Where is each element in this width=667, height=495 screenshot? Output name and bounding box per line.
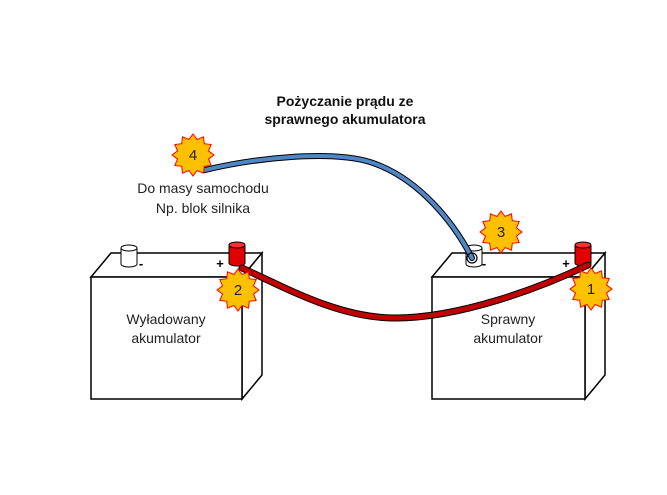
diagram-title-line1: Pożyczanie prądu ze [277, 93, 414, 109]
battery-discharged: Wyładowany akumulator - + [89, 241, 264, 402]
step-badge-3: 3 [479, 210, 523, 254]
battery-left-positive-terminal [228, 241, 246, 267]
step-badge-1: 1 [569, 267, 613, 311]
step-badge-number: 2 [234, 282, 242, 299]
starburst-icon [171, 133, 215, 177]
battery-left-minus-sign: - [139, 256, 143, 271]
battery-right-label-line1: Sprawny [481, 311, 535, 327]
battery-left-plus-sign: + [216, 256, 224, 271]
step-badge-number: 3 [497, 224, 505, 241]
step-badge-2: 2 [216, 268, 260, 312]
positive-cable [238, 261, 592, 322]
negative-cable [202, 153, 478, 264]
negative-cable-line [203, 154, 474, 260]
step-badge-number: 1 [587, 281, 595, 298]
battery-left-label-line1: Wyładowany [126, 311, 205, 327]
battery-left-front [90, 276, 243, 400]
positive-cable-line [239, 262, 591, 321]
step-badges: 1 2 3 4 [171, 133, 613, 312]
ground-label-line1: Do masy samochodu [137, 180, 269, 196]
starburst-icon [479, 210, 523, 254]
starburst-icon [216, 268, 260, 312]
step-badge-number: 4 [189, 147, 197, 164]
starburst-icon [569, 267, 613, 311]
battery-right-label-line2: akumulator [473, 330, 543, 346]
negative-cable-clamp [466, 252, 478, 264]
battery-right-minus-sign: - [482, 256, 486, 271]
ground-label-line2: Np. blok silnika [156, 200, 250, 216]
battery-right-positive-terminal [574, 241, 592, 267]
battery-left-negative-terminal [120, 244, 138, 268]
battery-left-label-line2: akumulator [131, 330, 201, 346]
step-badge-4: 4 [171, 133, 215, 177]
diagram-title-line2: sprawnego akumulatora [264, 111, 425, 127]
battery-right-plus-sign: + [562, 256, 570, 271]
